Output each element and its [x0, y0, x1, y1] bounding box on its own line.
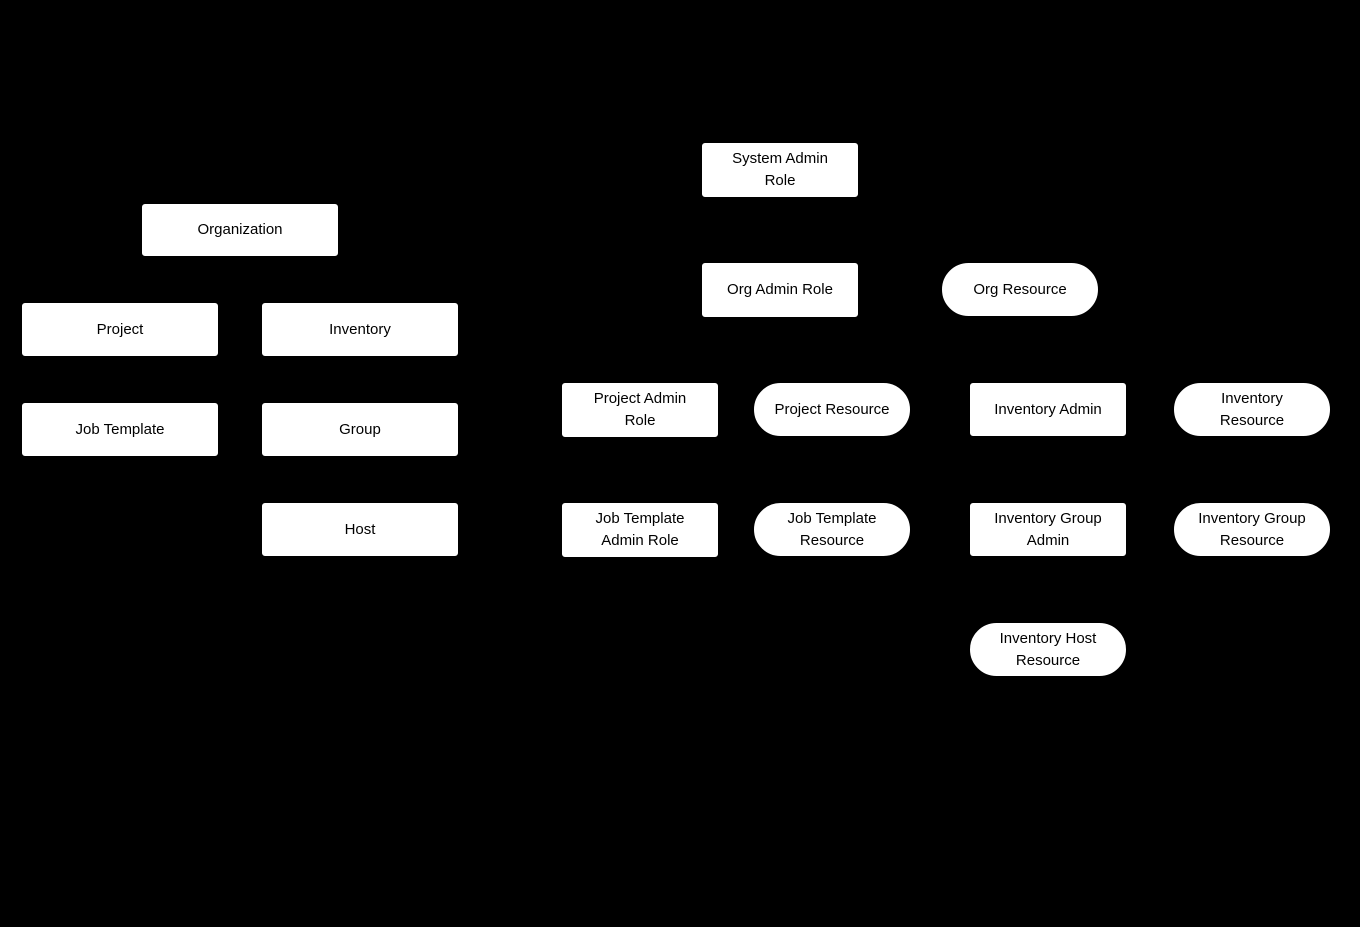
- node-inventory-admin: Inventory Admin: [969, 382, 1127, 437]
- node-project-resource: Project Resource: [753, 382, 911, 437]
- node-inventory-group-admin: Inventory Group Admin: [969, 502, 1127, 557]
- node-project-admin-role: Project Admin Role: [561, 382, 719, 438]
- node-job-template-resource: Job Template Resource: [753, 502, 911, 557]
- node-inventory-resource: Inventory Resource: [1173, 382, 1331, 437]
- node-org-resource: Org Resource: [941, 262, 1099, 317]
- node-host: Host: [261, 502, 459, 557]
- node-system-admin-role: System Admin Role: [701, 142, 859, 198]
- node-group: Group: [261, 402, 459, 457]
- node-inventory-host-resource: Inventory Host Resource: [969, 622, 1127, 677]
- node-project: Project: [21, 302, 219, 357]
- node-job-template: Job Template: [21, 402, 219, 457]
- node-inventory: Inventory: [261, 302, 459, 357]
- node-org-admin-role: Org Admin Role: [701, 262, 859, 318]
- node-job-template-admin-role: Job Template Admin Role: [561, 502, 719, 558]
- node-inventory-group-resource: Inventory Group Resource: [1173, 502, 1331, 557]
- node-organization: Organization: [141, 203, 339, 257]
